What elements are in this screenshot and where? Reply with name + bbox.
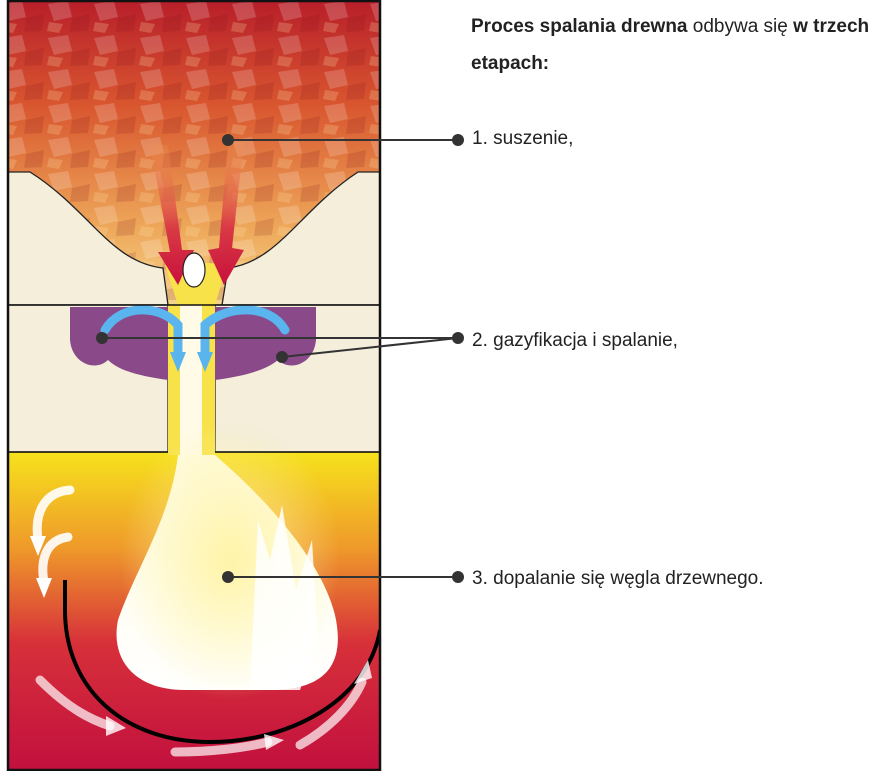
stove-cross-section	[8, 0, 380, 771]
stage-label-afterburning: 3. dopalanie się węgla drzewnego.	[472, 568, 764, 590]
intro-bold-process: Proces spalania drewna	[471, 16, 688, 37]
stage-label-gasification: 2. gazyfikacja i spalanie,	[472, 330, 678, 352]
intro-text: Proces spalania drewna odbywa się w trze…	[471, 8, 881, 82]
nozzle-opening	[183, 253, 205, 287]
stage-label-drying: 1. suszenie,	[472, 128, 573, 150]
intro-middle: odbywa się	[688, 16, 794, 37]
